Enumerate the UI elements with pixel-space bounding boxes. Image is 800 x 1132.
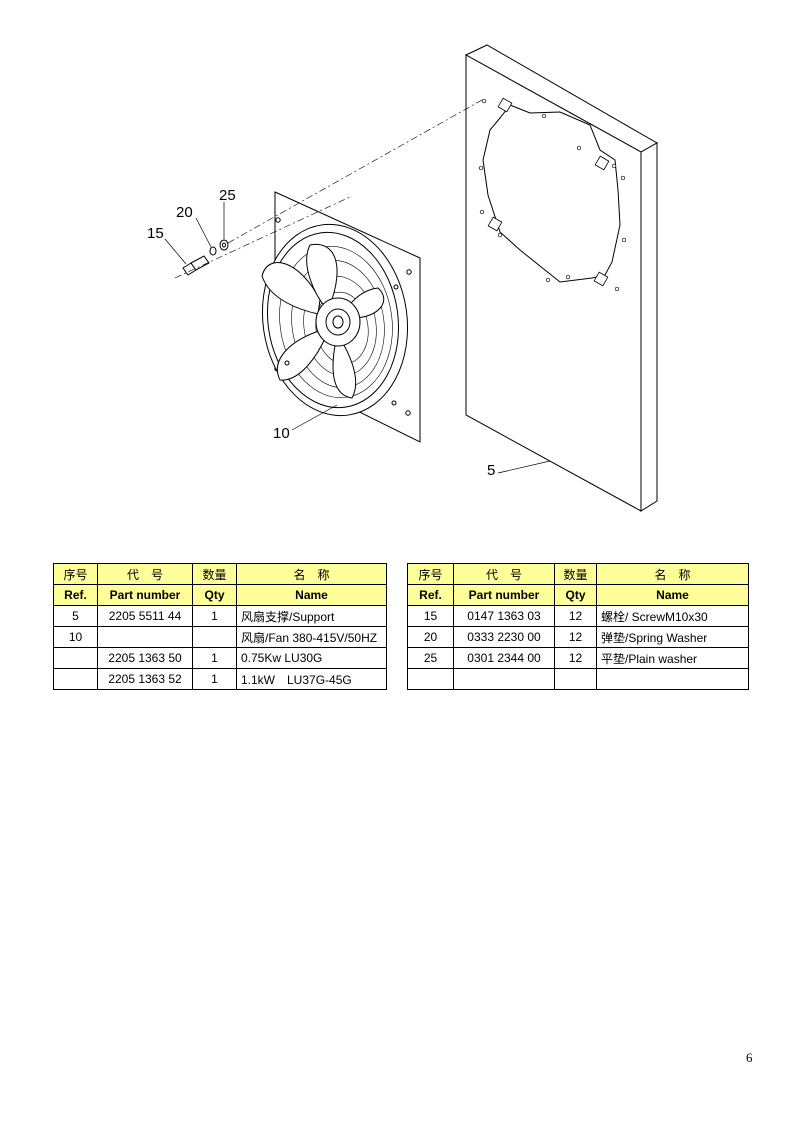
table-row: 2205 1363 50 1 0.75Kw LU30G [53, 647, 387, 669]
header-ref-cn: 序号 [53, 563, 98, 585]
cell-part-number: 2205 5511 44 [97, 605, 193, 627]
cell-part-number: 2205 1363 50 [97, 647, 193, 669]
table-row: 20 0333 2230 00 12 弹垫/Spring Washer [407, 626, 749, 648]
cell-name: 风扇/Fan 380-415V/50HZ [236, 626, 387, 648]
support-panel [464, 44, 659, 512]
header-name-cn: 名 称 [596, 563, 749, 585]
cell-ref [53, 647, 98, 669]
cell-name [596, 668, 749, 690]
cell-ref: 20 [407, 626, 454, 648]
cell-name: 平垫/Plain washer [596, 647, 749, 669]
cell-qty: 1 [192, 668, 237, 690]
table-header-en: Ref. Part number Qty Name [53, 584, 387, 606]
table-header-cn: 序号 代 号 数量 名 称 [407, 563, 749, 585]
header-name: Name [236, 584, 387, 606]
header-qty: Qty [554, 584, 597, 606]
table-row: 25 0301 2344 00 12 平垫/Plain washer [407, 647, 749, 669]
cell-ref [53, 668, 98, 690]
header-ref-cn: 序号 [407, 563, 454, 585]
table-row: 15 0147 1363 03 12 螺栓/ ScrewM10x30 [407, 605, 749, 627]
callout-25: 25 [219, 187, 236, 204]
fastener-group [182, 239, 229, 276]
cell-ref: 5 [53, 605, 98, 627]
cell-ref [407, 668, 454, 690]
cell-part-number: 2205 1363 52 [97, 668, 193, 690]
callout-10: 10 [273, 425, 290, 442]
cell-qty: 12 [554, 647, 597, 669]
header-ref: Ref. [53, 584, 98, 606]
header-part-number: Part number [453, 584, 555, 606]
cell-part-number [97, 626, 193, 648]
cell-part-number [453, 668, 555, 690]
cell-name: 1.1kW LU37G-45G [236, 668, 387, 690]
cell-name: 0.75Kw LU30G [236, 647, 387, 669]
header-part-number: Part number [97, 584, 193, 606]
table-row: 5 2205 5511 44 1 风扇支撑/Support [53, 605, 387, 627]
table-row: 10 风扇/Fan 380-415V/50HZ [53, 626, 387, 648]
cell-name: 风扇支撑/Support [236, 605, 387, 627]
cell-qty: 1 [192, 647, 237, 669]
cell-qty: 12 [554, 605, 597, 627]
fan-assembly [261, 191, 421, 443]
cell-ref: 10 [53, 626, 98, 648]
header-qty: Qty [192, 584, 237, 606]
cell-ref: 15 [407, 605, 454, 627]
header-part-number-cn: 代 号 [97, 563, 193, 585]
cell-qty: 1 [192, 605, 237, 627]
cell-qty [554, 668, 597, 690]
cell-ref: 25 [407, 647, 454, 669]
callout-15: 15 [147, 225, 164, 242]
cell-part-number: 0301 2344 00 [453, 647, 555, 669]
cell-part-number: 0333 2230 00 [453, 626, 555, 648]
callout-5: 5 [487, 462, 496, 479]
cell-qty [192, 626, 237, 648]
cell-part-number: 0147 1363 03 [453, 605, 555, 627]
cell-qty: 12 [554, 626, 597, 648]
header-qty-cn: 数量 [554, 563, 597, 585]
header-qty-cn: 数量 [192, 563, 237, 585]
header-ref: Ref. [407, 584, 454, 606]
cell-name: 弹垫/Spring Washer [596, 626, 749, 648]
header-name: Name [596, 584, 749, 606]
page-number: 6 [746, 1050, 753, 1065]
parts-table-left: 序号 代 号 数量 名 称 Ref. Part number Qty Name … [53, 563, 387, 690]
header-name-cn: 名 称 [236, 563, 387, 585]
callout-20: 20 [176, 204, 193, 221]
table-row [407, 668, 749, 690]
parts-table-right: 序号 代 号 数量 名 称 Ref. Part number Qty Name … [407, 563, 749, 690]
table-row: 2205 1363 52 1 1.1kW LU37G-45G [53, 668, 387, 690]
header-part-number-cn: 代 号 [453, 563, 555, 585]
cell-name: 螺栓/ ScrewM10x30 [596, 605, 749, 627]
table-header-en: Ref. Part number Qty Name [407, 584, 749, 606]
table-header-cn: 序号 代 号 数量 名 称 [53, 563, 387, 585]
exploded-view-drawing [164, 44, 659, 512]
